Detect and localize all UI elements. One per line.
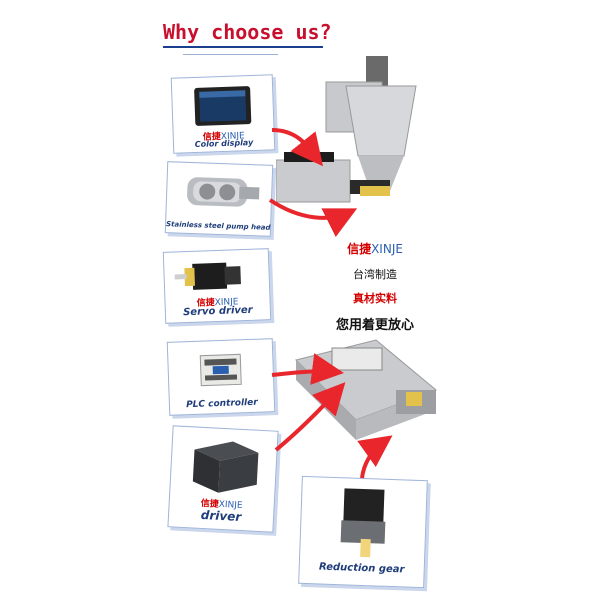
driver-image bbox=[192, 441, 259, 493]
page-title: Why choose us? bbox=[163, 20, 332, 44]
plc-image bbox=[199, 353, 242, 387]
touchscreen-image bbox=[194, 86, 252, 126]
genuine-materials-text: 真材实料 bbox=[353, 292, 397, 305]
caption-plc-controller: PLC controller bbox=[185, 397, 258, 411]
reduction-gear-image bbox=[340, 488, 386, 558]
pump-head-image bbox=[187, 177, 260, 207]
card-plc-controller: PLC controller bbox=[166, 338, 276, 416]
title-underline bbox=[163, 46, 323, 48]
caption-servo-driver: Servo driver bbox=[182, 304, 253, 319]
peace-of-mind-text: 您用着更放心 bbox=[335, 318, 414, 333]
pump-machine-image bbox=[295, 339, 437, 440]
filling-machine-image bbox=[276, 56, 417, 203]
page-title-block: Why choose us? bbox=[163, 20, 332, 55]
card-color-display: 信捷XINJE Color display bbox=[170, 74, 276, 154]
brand-label-main: 信捷XINJE bbox=[347, 242, 403, 256]
caption-reduction-gear: Reduction gear bbox=[318, 561, 405, 576]
card-servo-driver: 信捷XINJE Servo driver bbox=[162, 248, 272, 324]
card-driver: 信捷XINJE driver bbox=[167, 425, 279, 533]
card-reduction-gear: Reduction gear bbox=[298, 475, 428, 589]
card-pump-head: Stainless steel pump head bbox=[164, 161, 274, 237]
caption-pump-head: Stainless steel pump head bbox=[165, 220, 271, 232]
title-underline-secondary bbox=[183, 54, 278, 55]
servo-motor-image bbox=[174, 262, 241, 290]
made-in-taiwan-text: 台湾制造 bbox=[353, 268, 397, 281]
